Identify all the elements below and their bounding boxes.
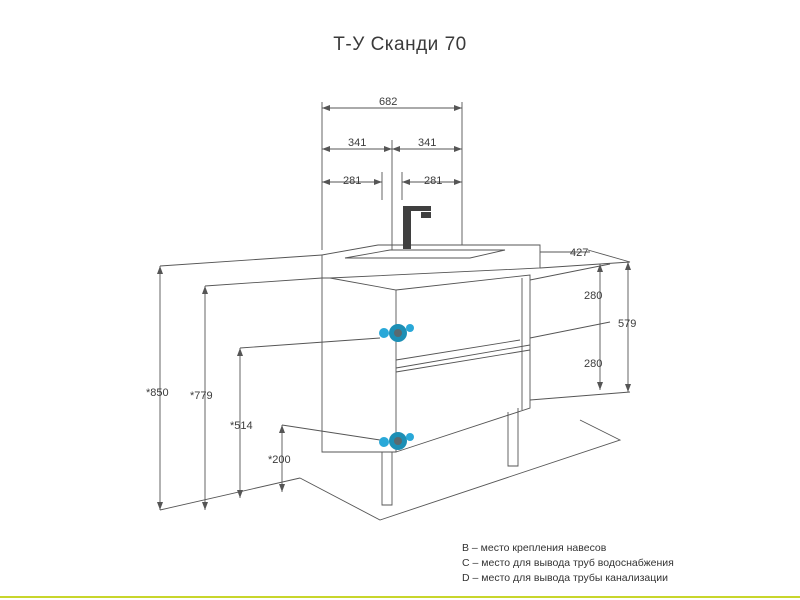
marker-b-upper [379,328,389,338]
legend-item-d: D – место для вывода трубы канализации [462,572,669,584]
dim-offset-right: 281 [424,175,443,187]
cabinet-side [321,277,397,453]
sink-bowl [344,249,506,259]
marker-b-lower [379,437,389,447]
leg-front-right [507,408,519,467]
drawing-title: Т-У Сканди 70 [333,34,467,55]
dim-height-200: *200 [268,454,291,466]
legend: B – место крепления навесов С – место дл… [462,541,674,586]
leg-front-left [381,452,393,506]
footer-accent-line [0,596,800,598]
dim-height-514: *514 [230,420,253,432]
dim-drawer-bottom: 280 [584,358,603,370]
dim-half-left: 341 [348,137,367,149]
dim-width-682: 682 [379,96,398,108]
faucet-body [403,207,411,249]
legend-item-b: B – место крепления навесов [462,542,607,554]
dim-half-right: 341 [418,137,437,149]
drawer-divider [395,344,531,369]
faucet-lever [403,206,431,211]
dim-depth-427: 427 [570,247,589,259]
pipe-markers [379,324,414,450]
dim-offset-left: 281 [343,175,362,187]
legend-item-c: С – место для вывода труб водоснабжения [462,557,674,569]
cabinet-front [395,274,531,453]
dim-height-850: *850 [146,387,169,399]
dim-height-779: *779 [190,390,213,402]
dim-drawer-top: 280 [584,290,603,302]
floor-outline [299,419,622,521]
dim-cabinet-579: 579 [618,318,637,330]
